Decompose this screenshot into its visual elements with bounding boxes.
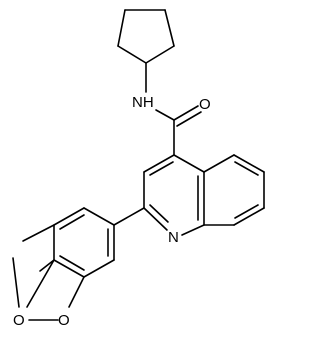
dioxole-ring-bonds bbox=[26, 259, 55, 308]
atom-label-dioxole-oxygen-left: O bbox=[13, 312, 25, 329]
bond-nh-c bbox=[155, 109, 175, 121]
dioxole-ring bbox=[12, 224, 85, 321]
carbonyl-double-bond bbox=[173, 105, 202, 127]
atom-label-carbonyl-oxygen: O bbox=[199, 96, 211, 113]
structure-canvas: NH O N O O bbox=[12, 9, 265, 329]
atom-label-dioxole-oxygen-right: O bbox=[58, 312, 70, 329]
molecule-structure: NH O N O O bbox=[12, 9, 265, 329]
atom-label-nh: NH bbox=[132, 94, 154, 111]
atom-label-ring-nitrogen: N bbox=[168, 229, 179, 246]
pyridine-ring bbox=[143, 154, 205, 236]
benzo-ring bbox=[203, 154, 265, 226]
benzodioxole-benzene-ring bbox=[53, 207, 115, 278]
bond-c2-aryl bbox=[113, 207, 145, 226]
cyclopentyl-ring bbox=[117, 9, 175, 64]
